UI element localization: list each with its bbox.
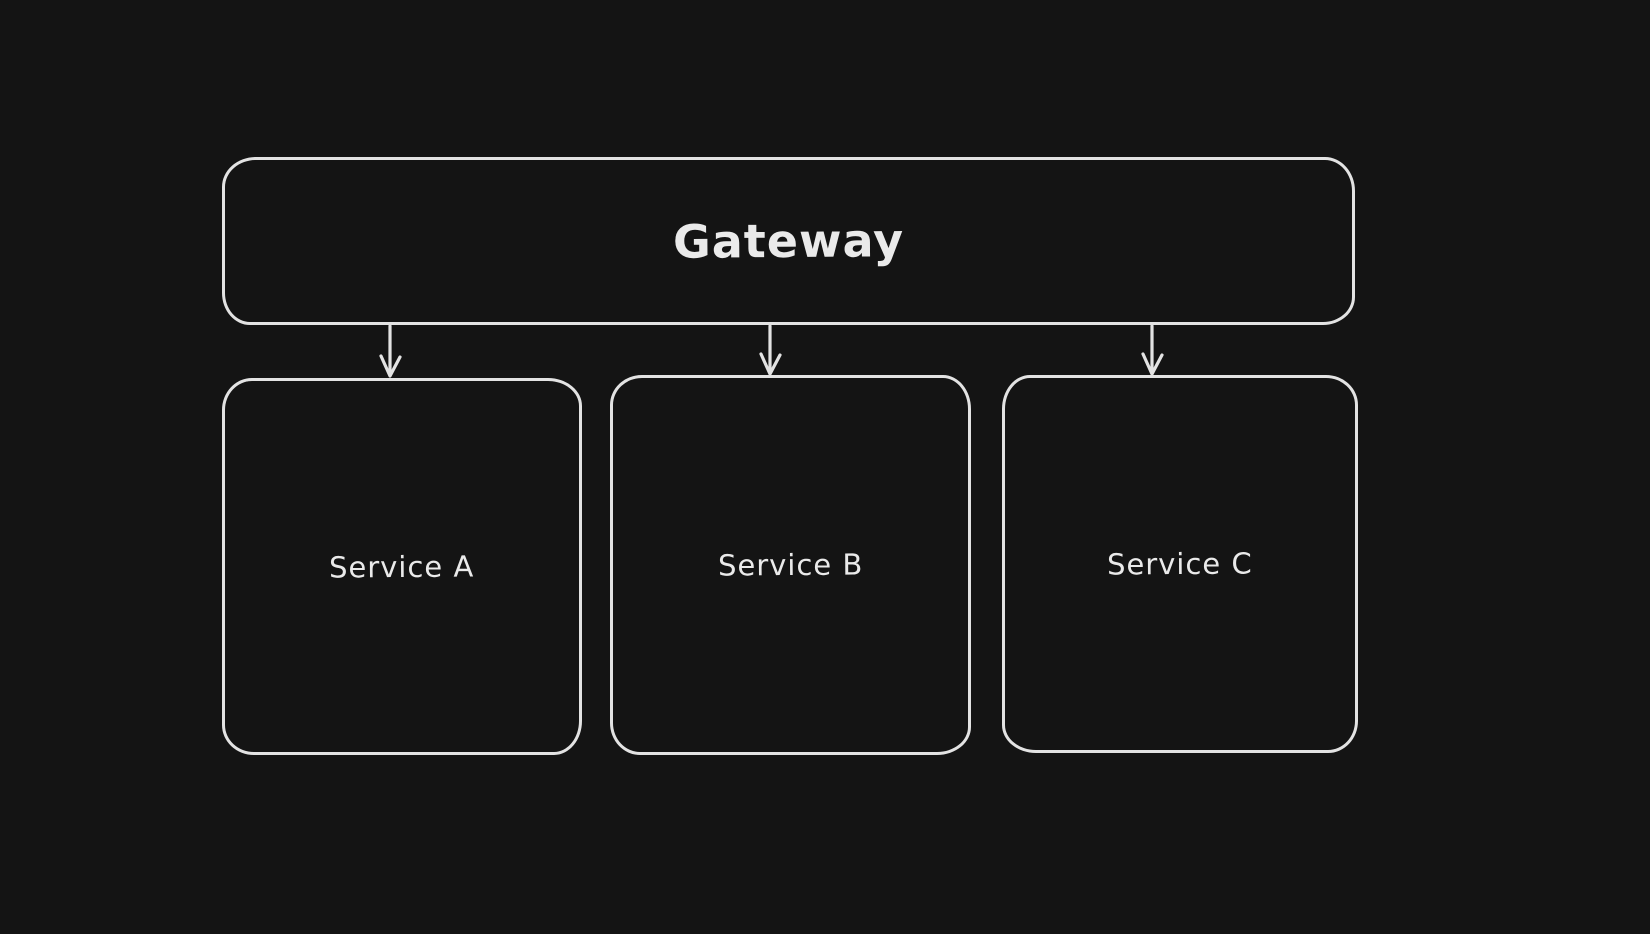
node-gateway[interactable]: Gateway [222,157,1355,325]
node-service-c-label: Service C [1107,546,1253,582]
node-service-a[interactable]: Service A [222,378,582,755]
node-service-b[interactable]: Service B [610,375,971,755]
node-service-a-label: Service A [329,548,475,585]
node-service-b-label: Service B [717,547,864,583]
arrow-gateway-to-service-a[interactable] [379,324,402,378]
node-gateway-label: Gateway [672,213,905,269]
arrow-gateway-to-service-c[interactable] [1141,324,1164,376]
node-service-c[interactable]: Service C [1002,375,1358,753]
arrow-gateway-to-service-b[interactable] [759,324,782,376]
